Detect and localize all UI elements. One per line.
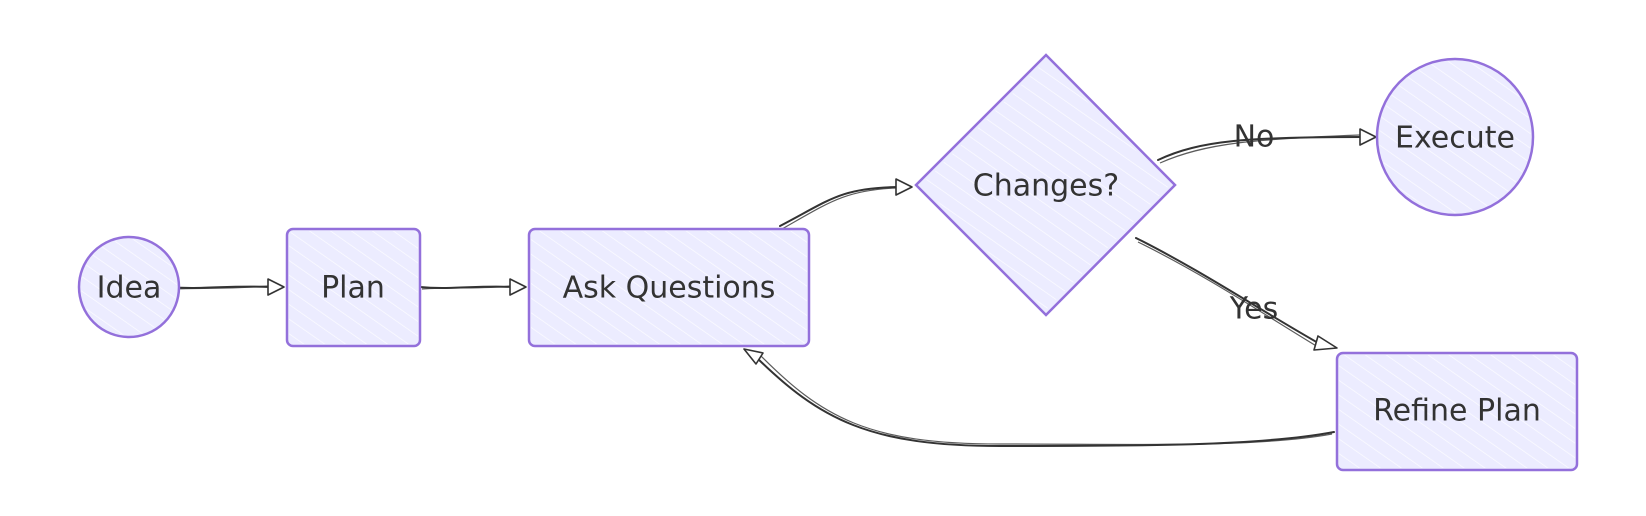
arrowhead-icon — [1359, 128, 1377, 146]
edge-refine-ask — [743, 348, 1335, 448]
arrowhead-icon — [743, 348, 764, 365]
node-refine-plan[interactable]: Refine Plan — [1335, 351, 1579, 472]
node-changes[interactable]: Changes? — [914, 53, 1177, 317]
node-execute[interactable]: Execute — [1375, 57, 1535, 217]
arrowhead-icon — [509, 278, 527, 296]
arrowhead-icon — [1313, 335, 1338, 351]
edge-changes-execute — [1157, 128, 1377, 164]
node-idea[interactable]: Idea — [77, 235, 181, 339]
node-changes-label: Changes? — [973, 169, 1119, 204]
edge-changes-refine — [1135, 237, 1338, 351]
node-plan[interactable]: Plan — [285, 227, 422, 348]
node-refine-plan-label: Refine Plan — [1373, 394, 1541, 429]
edge-idea-plan — [169, 278, 285, 296]
edge-ask-changes — [779, 178, 913, 230]
edge-label-yes: Yes — [1229, 292, 1278, 327]
node-execute-label: Execute — [1395, 121, 1515, 156]
arrowhead-icon — [267, 278, 285, 296]
arrowhead-icon — [895, 178, 913, 196]
node-ask-questions-label: Ask Questions — [563, 271, 776, 306]
node-idea-label: Idea — [97, 271, 162, 306]
edges — [169, 128, 1377, 448]
edge-plan-ask — [419, 278, 527, 296]
edge-label-no: No — [1234, 120, 1275, 155]
node-ask-questions[interactable]: Ask Questions — [527, 227, 811, 348]
node-plan-label: Plan — [321, 271, 385, 306]
